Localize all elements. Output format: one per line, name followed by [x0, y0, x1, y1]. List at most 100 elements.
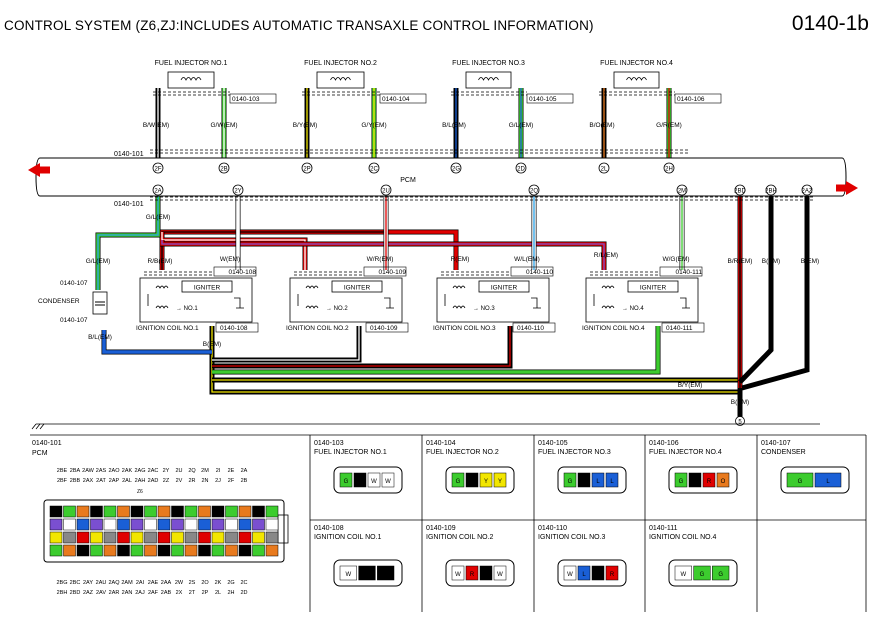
ground-icon	[384, 297, 394, 309]
pcm-pin-code: 2M	[201, 468, 209, 474]
pin-label: 2Y	[234, 188, 241, 194]
pcm-pin-cell	[90, 518, 103, 531]
condenser-symbol	[92, 291, 108, 315]
connector-pin	[493, 565, 507, 581]
connector-pin	[591, 565, 605, 581]
connector-box	[661, 322, 705, 333]
pcm-pin-cell	[238, 505, 252, 518]
igniter-box	[331, 280, 383, 293]
connector-box	[215, 322, 259, 333]
pcm-pin-cell	[184, 518, 198, 531]
coil-3-br-wire-stripe	[212, 326, 511, 367]
spark-plug-label: → NO.2	[326, 306, 348, 312]
pcm-pin-code: 2AR	[109, 590, 120, 596]
pcm-pin	[663, 162, 675, 174]
pcm-pin-code: 2AE	[148, 580, 159, 586]
pcm-pin-code: 2AU	[96, 580, 107, 586]
pcm-pin-cell	[198, 531, 211, 544]
pcm-connector-top: 0140-101	[114, 151, 144, 158]
pin-label: 2P	[303, 166, 310, 172]
pcm-pin-code: 2E	[228, 468, 235, 474]
pcm-pin-code: 2AS	[96, 468, 107, 474]
coil-icon	[305, 305, 319, 309]
condenser-gl-wire	[96, 196, 160, 290]
pcm-pin-code: 2AF	[148, 590, 159, 596]
ground-icon	[234, 297, 244, 309]
pcm-pin-code: 2AW	[82, 468, 95, 474]
connector-pin	[716, 472, 730, 488]
connector-id: 0140-105	[538, 440, 568, 447]
connector-box	[379, 93, 427, 104]
pcm-pin-cell	[171, 518, 184, 531]
chassis-ground-icon	[31, 423, 45, 430]
coil-icon	[155, 305, 169, 309]
connector-pin-code: W	[497, 572, 503, 578]
coil-connector-top: 0140-109	[379, 269, 407, 276]
pin-label: 2BD	[734, 188, 746, 194]
connector-pin-code: G	[718, 572, 723, 578]
pcm-pin-code: 2AI	[136, 580, 145, 586]
coil-connector-bottom: 0140-111	[666, 325, 693, 332]
pcm-pin-cell	[238, 531, 252, 544]
coil-2-supply-wire-stripe	[161, 232, 306, 270]
spark-plug-label: → NO.1	[176, 306, 198, 312]
coil-4-g-wire	[212, 326, 660, 374]
arrow-left-icon	[40, 166, 50, 174]
connector-pin	[358, 565, 376, 581]
pcm-pin	[765, 184, 777, 196]
pcm-pin-code: 2AO	[108, 468, 120, 474]
pcm-pin-code: 2AN	[122, 590, 133, 596]
connector-name: FUEL INJECTOR NO.1	[314, 449, 387, 456]
pcm-pin-code: 2P	[202, 590, 209, 596]
coil-icon	[601, 305, 615, 309]
connector-pin	[814, 472, 842, 488]
connector-box	[365, 322, 409, 333]
coil-icon	[626, 77, 647, 81]
pcm-pin-code: 2AQ	[108, 580, 120, 586]
coil-1-b-wire-stripe	[211, 326, 738, 393]
connector-pin-code: B	[470, 479, 474, 485]
pcm-pin-cell	[130, 518, 144, 531]
pcm-pin-cell	[130, 505, 144, 518]
pcm-pin-cell	[49, 544, 63, 557]
connector-pin	[377, 565, 395, 581]
igniter-label: IGNITER	[194, 285, 221, 292]
connector-id: 0140-106	[649, 440, 679, 447]
pcm-pin-code: 2I	[216, 468, 221, 474]
pcm-pin-code: 2AL	[122, 478, 132, 484]
variant-label: Z6	[137, 489, 143, 495]
pcm-pin-cell	[76, 518, 90, 531]
connector-pin	[465, 472, 479, 488]
connector-box	[510, 266, 554, 277]
pcm-pin-cell	[198, 518, 211, 531]
pcm-pin	[152, 162, 164, 174]
pcm-b-wire-2-outline	[741, 196, 810, 391]
coil-4-rl-wire-stripe	[161, 240, 605, 270]
condenser-connector-bottom: 0140-107	[60, 317, 88, 324]
pcm-pin-code: 2U	[175, 468, 182, 474]
fuel-injector-symbol	[613, 71, 660, 89]
condenser-connector-top: 0140-107	[60, 280, 88, 287]
pcm-pin	[368, 162, 380, 174]
pcm-pin-code: 2AX	[83, 478, 94, 484]
wire-code: B/W(EM)	[143, 122, 169, 129]
connector-pin	[712, 565, 730, 581]
connector-pin-code: B	[484, 572, 488, 578]
coil-2-supply-wire-outline	[159, 232, 308, 270]
pcm-pin-cell	[103, 518, 117, 531]
connector-pin	[465, 565, 479, 581]
pcm-pin	[301, 162, 313, 174]
connector-pin-code: Y	[484, 479, 488, 485]
pcm-pin-cell	[198, 544, 211, 557]
connector-pin-code: R	[707, 479, 712, 485]
connector-pin-code: W	[567, 572, 573, 578]
pcm-pin-cell	[117, 544, 130, 557]
pcm-pin-code: 2X	[176, 590, 183, 596]
pcm-pin-cell	[49, 518, 63, 531]
pcm-pin-code: 2Y	[163, 468, 170, 474]
igniter-box	[478, 280, 530, 293]
pcm-pin-cell	[144, 544, 157, 557]
condenser-gl-wire-stripe	[97, 196, 159, 290]
